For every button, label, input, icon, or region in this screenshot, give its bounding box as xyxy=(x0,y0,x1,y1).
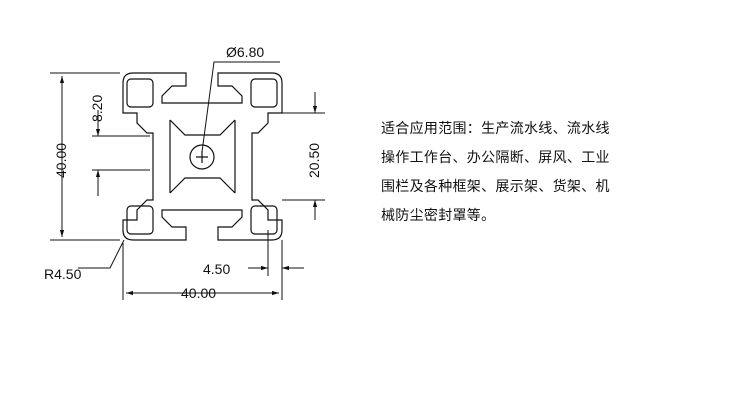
application-description: 适合应用范围：生产流水线、流水线 操作工作台、办公隔断、屏风、工业 围栏及各种框… xyxy=(381,115,671,231)
dim-corner-radius: R4.50 xyxy=(44,266,82,282)
description-line: 围栏及各种框架、展示架、货架、机 xyxy=(381,179,610,195)
dim-slot-offset: 4.50 xyxy=(203,261,230,277)
center-mark xyxy=(196,151,208,163)
corner-chamber-bl xyxy=(126,205,154,235)
dim-overall-width: 40.00 xyxy=(181,285,216,301)
dim-overall-height: 40.00 xyxy=(53,143,69,178)
description-line: 械防尘密封罩等。 xyxy=(381,208,496,224)
center-hole xyxy=(189,144,215,170)
leader-hole-diameter xyxy=(201,61,280,153)
corner-chamber-tr xyxy=(250,78,278,108)
profile-outline xyxy=(122,72,283,241)
dim-hole-diameter: Ø6.80 xyxy=(226,44,264,60)
leader-corner-radius xyxy=(78,239,125,269)
dim-slot-height: 8.20 xyxy=(89,95,105,122)
inner-web xyxy=(169,119,236,194)
description-line: 适合应用范围：生产流水线、流水线 xyxy=(381,121,610,137)
corner-chamber-tl xyxy=(126,78,154,108)
corner-chamber-br xyxy=(250,205,278,235)
description-line: 操作工作台、办公隔断、屏风、工业 xyxy=(381,150,610,166)
dim-center-distance: 20.50 xyxy=(306,143,322,178)
